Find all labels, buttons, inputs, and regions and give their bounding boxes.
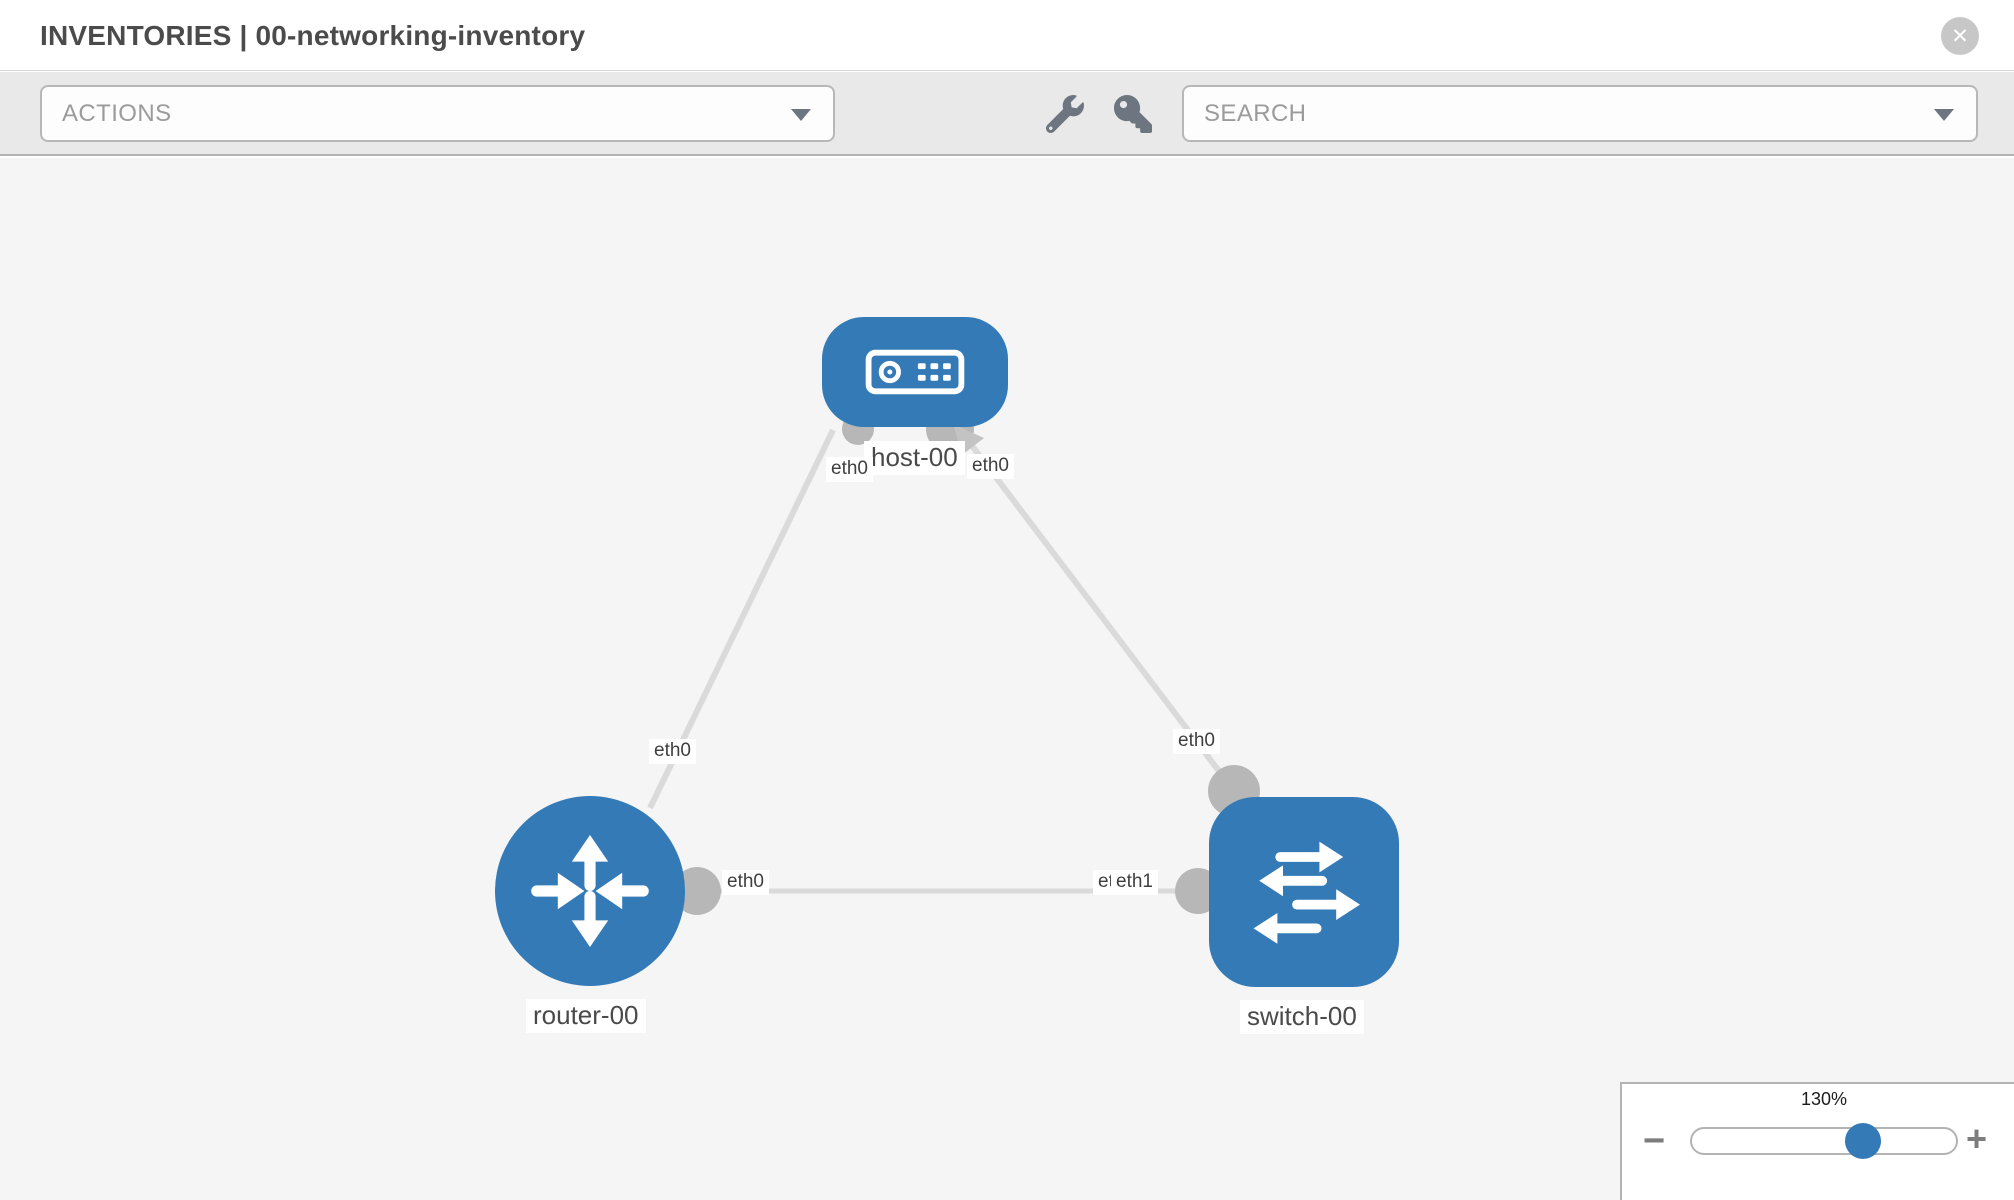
node-host-00[interactable]: [822, 317, 1008, 427]
zoom-in-button[interactable]: +: [1966, 1118, 1988, 1159]
chevron-down-icon: [791, 108, 811, 121]
actions-dropdown-label: ACTIONS: [62, 99, 172, 127]
links-layer: [647, 405, 1260, 915]
page-header: INVENTORIES | 00-networking-inventory ✕: [0, 0, 2014, 71]
link-host-switch: [957, 428, 1231, 785]
node-label-switch: switch-00: [1240, 1000, 1364, 1034]
close-icon: ✕: [1951, 24, 1969, 48]
chevron-down-icon: [1934, 108, 1954, 121]
page-title: INVENTORIES | 00-networking-inventory: [40, 19, 586, 51]
host-icon: [865, 349, 965, 395]
credentials-button[interactable]: [1114, 95, 1152, 133]
node-router-00[interactable]: [495, 796, 685, 986]
zoom-slider-track[interactable]: [1690, 1127, 1958, 1155]
toolbar: ACTIONS SEARCH: [0, 72, 2014, 156]
interface-stub-router: [673, 867, 721, 915]
interface-label-router-uplink: eth0: [649, 739, 696, 764]
interface-label-host-left: eth0: [826, 457, 873, 482]
zoom-level: 130%: [1800, 1089, 1848, 1109]
router-icon: [531, 835, 649, 947]
close-button[interactable]: ✕: [1941, 17, 1979, 55]
interface-label-host-right: eth0: [967, 454, 1014, 479]
node-label-host: host-00: [864, 441, 965, 475]
node-label-router: router-00: [526, 999, 646, 1033]
wrench-icon: [1045, 95, 1084, 134]
key-icon: [1114, 95, 1152, 133]
topology-canvas[interactable]: host-00 router-00 switch-00 eth0 eth0 et…: [0, 158, 2014, 1200]
interface-label-switch-uplink: eth0: [1173, 729, 1220, 754]
interface-label-switch-eth1: eth1: [1111, 870, 1158, 895]
configure-tools-button[interactable]: [1045, 95, 1084, 134]
interface-label-router-eth0: eth0: [722, 870, 769, 895]
zoom-slider-thumb[interactable]: [1845, 1123, 1881, 1159]
actions-dropdown[interactable]: ACTIONS: [40, 85, 835, 142]
search-dropdown-label: SEARCH: [1204, 99, 1307, 127]
node-switch-00[interactable]: [1209, 797, 1399, 987]
search-dropdown[interactable]: SEARCH: [1182, 85, 1978, 142]
zoom-out-button[interactable]: −: [1643, 1120, 1666, 1162]
switch-icon: [1253, 841, 1360, 944]
